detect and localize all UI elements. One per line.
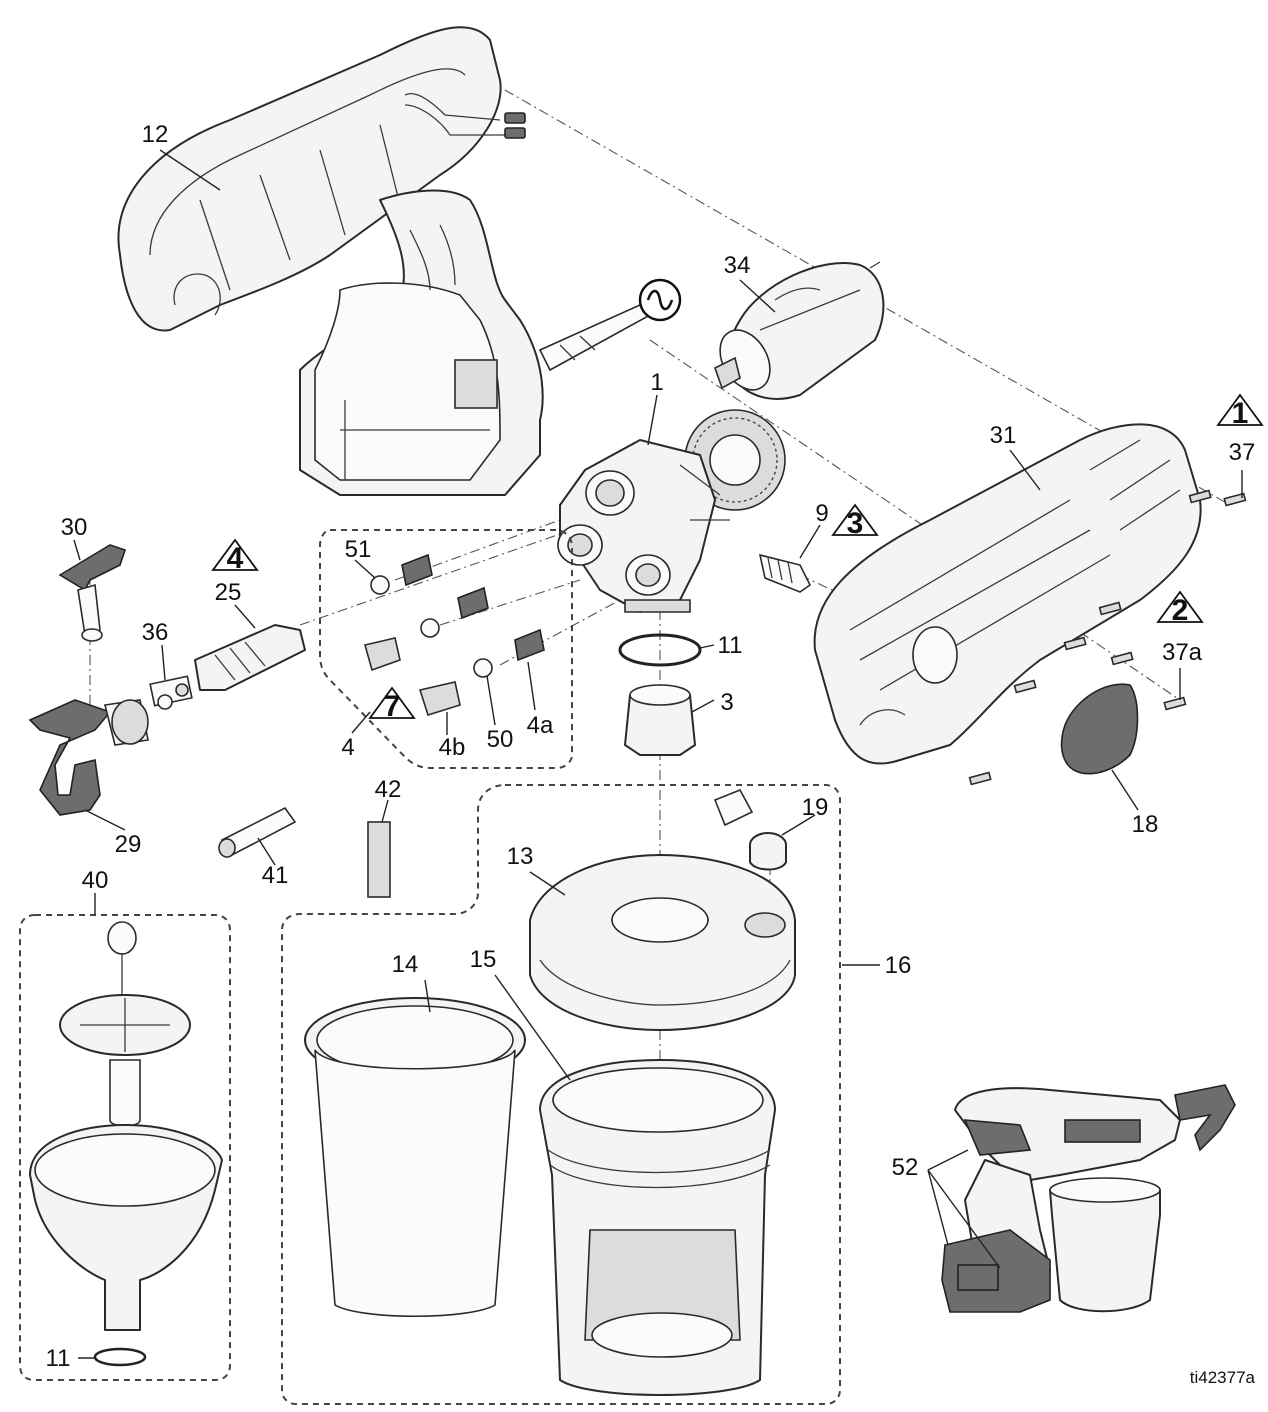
callout-12: 12 [142, 121, 169, 148]
callout-36: 36 [142, 619, 169, 646]
svg-text:3: 3 [847, 507, 864, 540]
callout-42: 42 [375, 776, 402, 803]
callout-4: 4 [341, 734, 354, 761]
callout-41: 41 [262, 862, 289, 889]
svg-text:7: 7 [384, 690, 401, 723]
reference-code: ti42377a [1190, 1368, 1256, 1387]
warning-triangle-icon-2: 2 [1156, 590, 1204, 627]
liner-cup [304, 997, 526, 1317]
motor [714, 261, 885, 400]
warning-triangle-icon-3: 3 [831, 503, 879, 540]
callout-37: 37 [1229, 439, 1256, 466]
spray-tip-and-guard [28, 544, 306, 816]
outer-cup [539, 1059, 776, 1396]
svg-text:2: 2 [1172, 594, 1189, 627]
callout-40: 40 [82, 867, 109, 894]
svg-text:1: 1 [1232, 397, 1249, 430]
callout-25: 25 [215, 579, 242, 606]
leader-lines [73, 149, 1243, 1359]
screws [968, 489, 1247, 786]
callout-29: 29 [115, 831, 142, 858]
cup-assembly-box [281, 784, 841, 1405]
callout-37a: 37a [1162, 639, 1203, 666]
callout-50: 50 [487, 726, 514, 753]
housing-right-shell [813, 423, 1202, 765]
cup-lid [529, 854, 796, 1031]
callout-34: 34 [724, 252, 751, 279]
callout-4a: 4a [527, 712, 554, 739]
callout-labels: 12 34 1 31 37 9 30 51 25 36 11 37a 3 4 4… [46, 121, 1256, 1372]
warning-triangle-icon-7: 7 [368, 686, 416, 723]
svg-text:4: 4 [227, 542, 244, 575]
callout-4b: 4b [439, 734, 466, 761]
warning-triangle-icon-4: 4 [211, 538, 259, 575]
callout-51: 51 [345, 536, 372, 563]
callout-3: 3 [720, 689, 733, 716]
strainer-kit-box [19, 914, 231, 1381]
vent-cap [713, 788, 787, 871]
rear-cap [1060, 683, 1139, 775]
valve-kit-box [319, 529, 573, 769]
filter-tube [218, 806, 297, 858]
callout-18: 18 [1132, 811, 1159, 838]
callout-16: 16 [885, 952, 912, 979]
o-ring-and-nut [618, 633, 702, 756]
callout-31: 31 [990, 422, 1017, 449]
label-card [367, 821, 391, 898]
callout-15: 15 [470, 946, 497, 973]
callout-13: 13 [507, 843, 534, 870]
callout-1: 1 [650, 369, 663, 396]
ac-power-symbol-icon [638, 278, 682, 322]
callout-11: 11 [718, 632, 743, 659]
plunger [758, 553, 812, 593]
callout-52: 52 [892, 1154, 919, 1181]
warning-triangle-icon-1: 1 [1216, 393, 1264, 430]
strainer-and-funnel [29, 921, 223, 1367]
housing-left-shell [117, 26, 526, 332]
callout-9: 9 [815, 500, 828, 527]
pump-assembly [557, 409, 786, 613]
assembled-sprayer-thumbnail [941, 1084, 1236, 1313]
callout-11-strainer: 11 [46, 1345, 71, 1372]
handle-and-battery-base [299, 189, 652, 496]
callout-14: 14 [392, 951, 419, 978]
valve-parts [364, 553, 545, 717]
callout-19: 19 [802, 794, 829, 821]
callout-30: 30 [61, 514, 88, 541]
